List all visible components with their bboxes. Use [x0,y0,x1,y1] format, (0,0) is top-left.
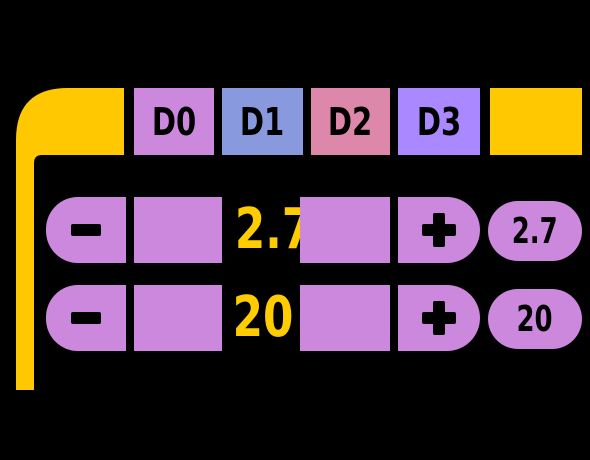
tab-d3-label: D3 [416,99,462,144]
increment-button-2[interactable] [398,285,480,351]
tab-d1[interactable]: D1 [222,88,303,155]
tab-d0-label: D0 [151,99,197,144]
decrement-button-2[interactable] [46,285,126,351]
tab-d2[interactable]: D2 [311,88,390,155]
minus-icon [71,312,101,324]
value-display-1: 2.7 [234,197,313,262]
slider-track-left-2[interactable] [134,285,222,351]
frame-end-block [490,88,582,155]
readout-2: 20 [488,289,582,349]
plus-icon [422,213,456,247]
plus-icon [422,301,456,335]
tab-d2-label: D2 [328,99,373,144]
tab-d3[interactable]: D3 [398,88,480,155]
tab-d1-label: D1 [240,99,285,144]
value-display-2: 20 [232,285,294,350]
readout-1: 2.7 [488,201,582,261]
slider-track-right-1[interactable] [300,197,390,263]
slider-track-right-2[interactable] [300,285,390,351]
increment-button-1[interactable] [398,197,480,263]
decrement-button-1[interactable] [46,197,126,263]
minus-icon [71,224,101,236]
tab-d0[interactable]: D0 [134,88,214,155]
slider-track-left-1[interactable] [134,197,222,263]
